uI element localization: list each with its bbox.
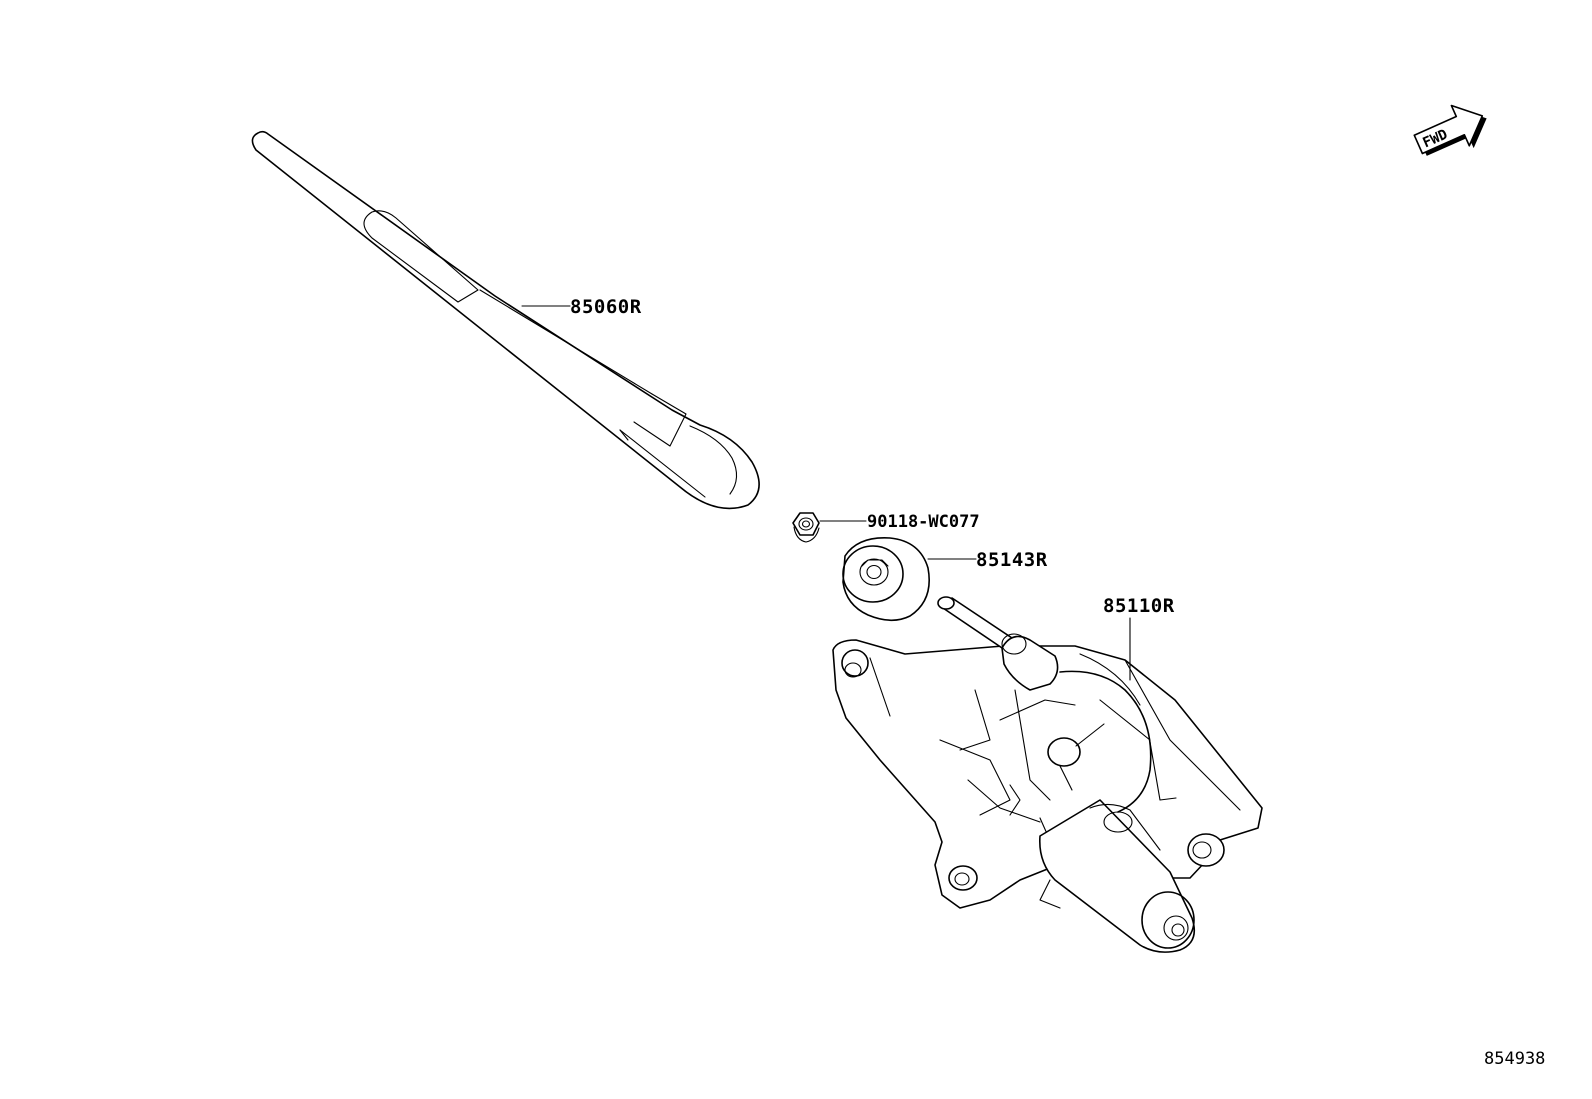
pivot-cap-part-number[interactable]: 85143R [976, 549, 1048, 571]
forward-arrow-icon: FWD [1413, 104, 1487, 156]
nut-part-number[interactable]: 90118-WC077 [867, 512, 980, 532]
pivot-cap[interactable] [842, 537, 930, 622]
wiper-arm-part-number[interactable]: 85060R [570, 296, 642, 318]
wiper-motor[interactable] [832, 596, 1263, 953]
diagram-number: 854938 [1484, 1049, 1545, 1069]
wiper-motor-part-number[interactable]: 85110R [1103, 595, 1175, 617]
nut[interactable] [792, 512, 820, 543]
wiper-arm[interactable] [251, 130, 760, 510]
